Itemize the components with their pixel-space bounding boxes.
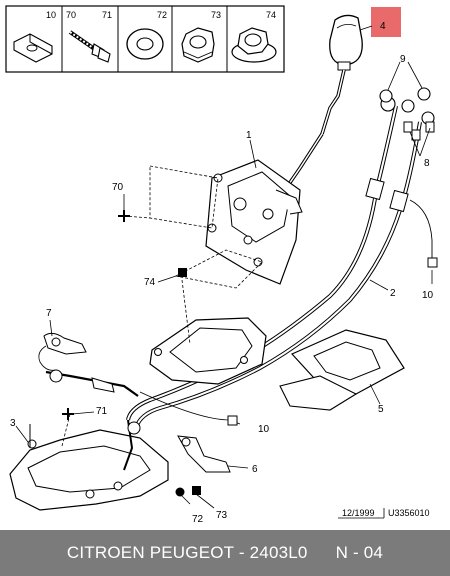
callout-74: 74 [144,277,156,288]
footer-title: CITROEN PEUGEOT - 2403L0 [66,543,308,562]
callout-5: 5 [378,404,384,415]
callout-73: 73 [216,510,228,521]
gearbox-linkage [9,332,231,511]
link-guide [38,345,57,371]
callout-7: 7 [46,308,52,319]
part-label-72: 72 [157,10,167,20]
nut-icon [181,27,215,63]
reference-date: 12/1999 [342,508,375,518]
callout-72: 72 [192,514,204,525]
reference-code: U3356010 [388,508,430,518]
reference-stamp: 12/1999 U3356010 [338,508,430,519]
callout-1: 1 [246,130,252,141]
lever-mechanism [205,159,303,285]
marker-square-74 [178,268,187,277]
part-label-74: 74 [266,10,276,20]
base-housing [149,317,267,385]
marker-open-10b [227,415,238,426]
knob-highlight [371,7,401,37]
part-label-73: 73 [211,10,221,20]
flange-nut-icon [231,27,277,63]
parts-strip: 10 70 71 72 73 74 [5,5,285,73]
callout-9: 9 [400,54,406,65]
callout-6: 6 [252,464,258,475]
callout-71: 71 [96,406,108,417]
footer-code: N - 04 [335,543,384,562]
callout-70: 70 [112,182,124,193]
callout-8: 8 [424,158,430,169]
marker-square-73 [192,486,201,495]
callout-4: 4 [380,21,386,32]
gear-shift-diagram: 10 70 71 72 73 74 [5,5,438,525]
markers [62,210,438,497]
callout-3: 3 [10,418,16,429]
marker-open-10a [427,257,438,268]
cable-lead-upper [409,199,433,258]
washer-icon [126,28,164,60]
bolt-icon [68,30,111,63]
gear-boot [279,329,405,411]
callout-2: 2 [390,288,396,299]
marker-cross-71 [62,408,74,420]
mounting-frame [123,165,263,289]
marker-dot-72 [175,487,185,497]
marker-cross-70 [118,210,130,222]
cable-lead-lower [139,391,231,421]
part-label-70: 70 [66,10,76,20]
footer-bar: CITROEN PEUGEOT - 2403L0 N - 04 [0,530,450,576]
part-label-71: 71 [102,10,112,20]
gear-knob [329,14,363,71]
callout-10-lower: 10 [258,424,270,435]
callout-labels: 4 1 9 8 2 10 70 74 7 5 3 71 10 6 72 73 [10,21,434,525]
leader-lines [15,25,433,509]
clip-icon [13,33,53,63]
callout-10-upper: 10 [422,290,434,301]
part-label-10: 10 [46,10,56,20]
cable-end-fittings [365,87,435,213]
